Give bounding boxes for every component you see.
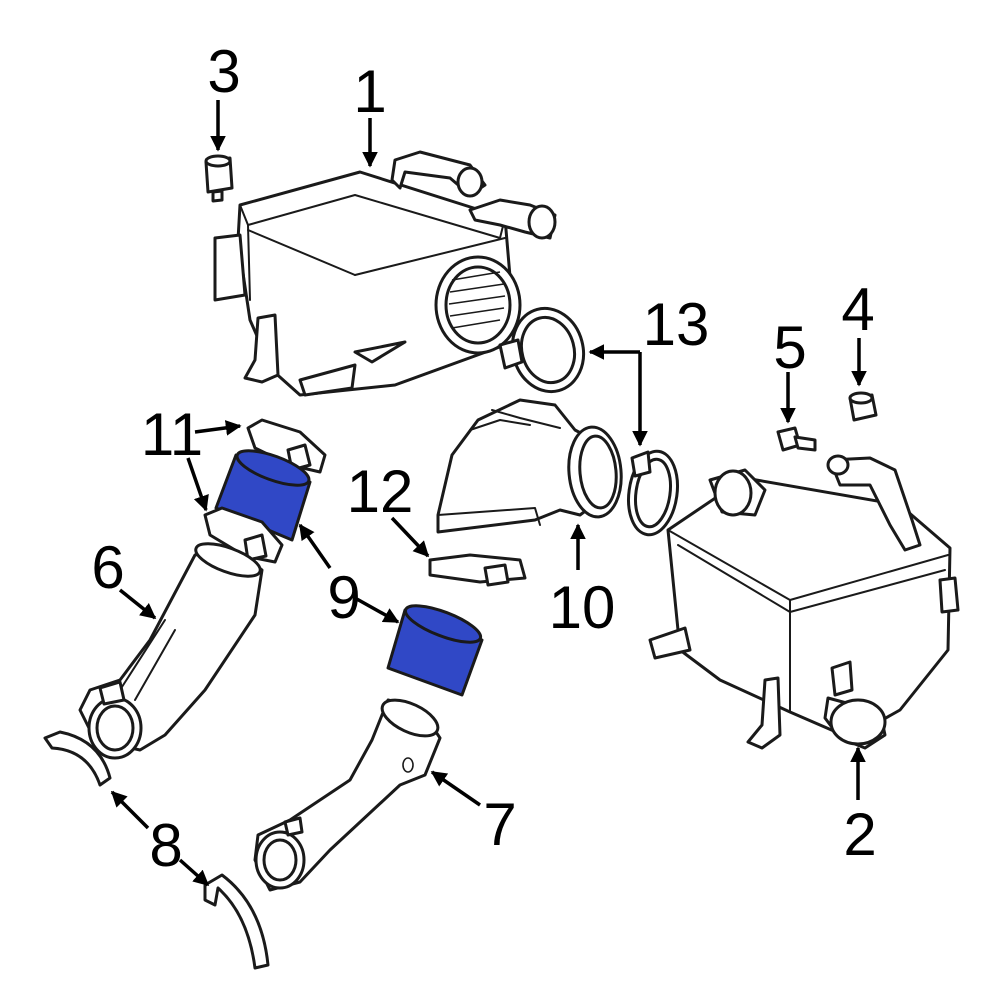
clip-part-8: [43, 730, 270, 970]
callout-4: 4: [841, 276, 875, 387]
callout-3: 3: [207, 38, 241, 152]
clamp-part-13: [498, 306, 679, 537]
callout-8: 8: [110, 790, 210, 887]
intercooler-upper: [213, 150, 557, 397]
callout-10-label: 10: [549, 574, 616, 641]
callout-9-label: 9: [327, 564, 360, 631]
callouts: 1 2 3 4 5 6 7: [91, 38, 877, 887]
clamp-part-12: [428, 553, 527, 587]
callout-2: 2: [843, 746, 877, 868]
callout-10: 10: [549, 523, 616, 641]
elbow-hose-part-10: [436, 398, 623, 534]
bolt-part-5: [776, 426, 817, 452]
callout-13-label: 13: [643, 291, 710, 358]
callout-8-label: 8: [149, 812, 182, 879]
intake-duct-part-7: [253, 698, 442, 892]
callout-12-label: 12: [347, 458, 414, 525]
nut-part-4: [848, 391, 878, 422]
intercooler-lower: [648, 454, 960, 750]
callout-9: 9: [298, 523, 400, 631]
callout-12: 12: [347, 458, 430, 558]
callout-1: 1: [353, 58, 387, 168]
callout-5-label: 5: [773, 314, 806, 381]
callout-5: 5: [773, 314, 807, 424]
callout-4-label: 4: [841, 276, 874, 343]
callout-11-label: 11: [141, 401, 203, 468]
callout-13: 13: [588, 291, 710, 447]
callout-2-label: 2: [843, 801, 876, 868]
callout-6-label: 6: [91, 534, 124, 601]
callout-7-label: 7: [483, 791, 516, 858]
clamp-part-11-lower: [203, 506, 284, 564]
hose-part-9-lower: [386, 604, 484, 697]
callout-6: 6: [91, 534, 157, 620]
callout-11: 11: [141, 401, 242, 512]
callout-1-label: 1: [353, 58, 386, 125]
intake-duct-part-6: [78, 542, 264, 760]
callout-3-label: 3: [207, 38, 240, 105]
hose-part-9-upper: [214, 449, 312, 542]
nut-part-3: [204, 154, 234, 203]
callout-7: 7: [430, 770, 517, 858]
